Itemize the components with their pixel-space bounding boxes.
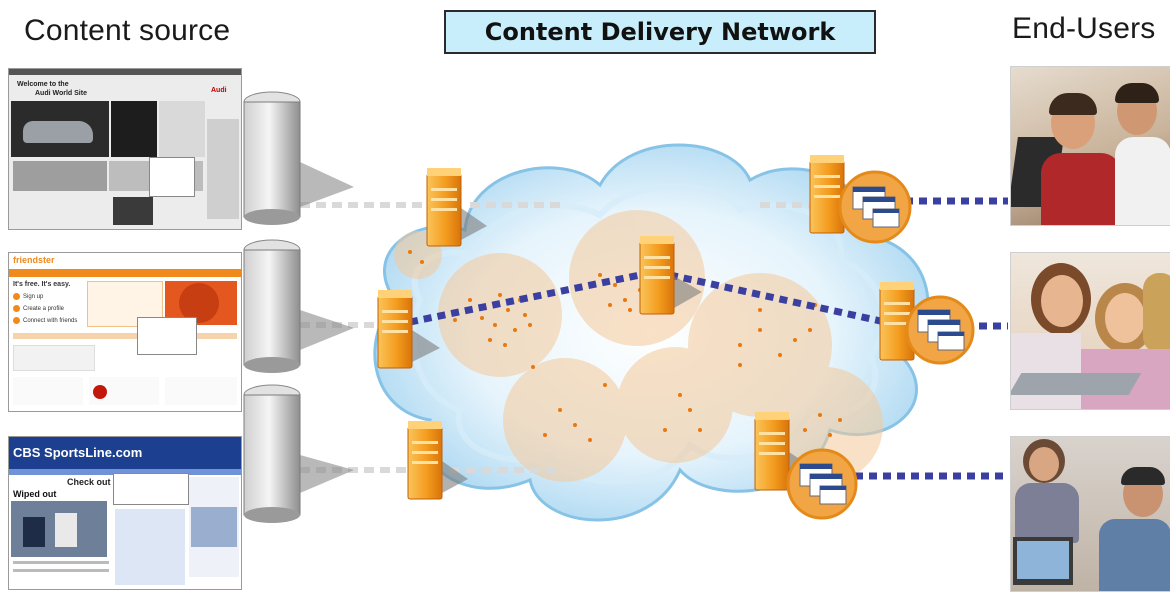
content-source-heading: Content source [24, 14, 231, 47]
friendster-site-screenshot: friendster It's free. It's easy. Sign up… [8, 252, 242, 412]
user-photo-1 [1010, 66, 1170, 226]
coverage-zone [438, 253, 562, 377]
friendster-link-1: Sign up [13, 293, 43, 300]
sportsline-brand: CBS SportsLine.com [13, 445, 143, 460]
end-users-heading: End-Users [1012, 12, 1156, 45]
edge-server-icon [407, 421, 468, 500]
friendster-link-3-label: Connect with friends [23, 318, 78, 325]
friendster-link-1-label: Sign up [23, 294, 44, 301]
friendster-link-3: Connect with friends [13, 317, 77, 324]
edge-server-icon [639, 236, 702, 315]
friendster-tagline: It's free. It's easy. [13, 281, 71, 288]
backbone-link [669, 271, 886, 326]
user-photo-3 [1010, 436, 1170, 592]
web-page-bubble-icon [786, 448, 858, 520]
backbone-link [409, 271, 641, 326]
origin-server-icon [243, 239, 354, 373]
user-photo-2 [1010, 252, 1170, 410]
friendster-link-2-label: Create a profile [23, 306, 65, 313]
audi-logo-text: Audi [211, 87, 227, 94]
origin-server-icon [243, 91, 354, 225]
audi-welcome-line2: Audi World Site [35, 90, 87, 97]
friendster-brand: friendster [13, 255, 55, 265]
sportsline-subhead: Wiped out [13, 489, 57, 499]
friendster-link-2: Create a profile [13, 305, 64, 312]
origin-server-icon [243, 384, 354, 523]
audi-site-screenshot: Welcome to the Audi World Site Audi [8, 68, 242, 230]
coverage-zone [767, 367, 883, 483]
web-page-bubble-icon [838, 170, 912, 244]
web-page-bubble-icon [905, 295, 975, 365]
coverage-zone [503, 358, 627, 482]
edge-server-icon [426, 168, 487, 247]
sportsline-site-screenshot: CBS SportsLine.com Check out The New W W… [8, 436, 242, 590]
coverage-zone [617, 347, 733, 463]
edge-server-icon [377, 290, 440, 369]
audi-welcome-line1: Welcome to the [17, 81, 69, 88]
cdn-title-box: Content Delivery Network [444, 10, 876, 54]
